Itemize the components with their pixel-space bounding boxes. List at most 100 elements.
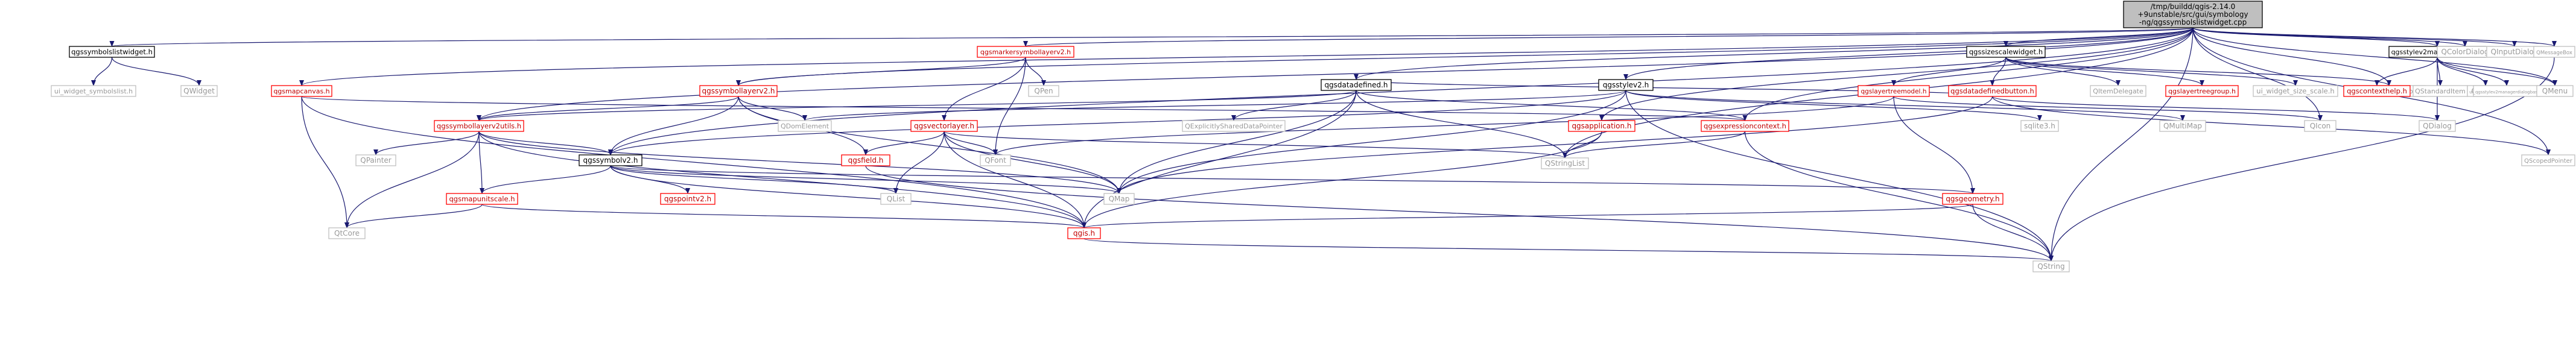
node-root[interactable]: /tmp/buildd/qgis-2.14.0+9unstable/src/gu… xyxy=(2123,1,2263,28)
node-qitemdelegate: QItemDelegate xyxy=(2090,85,2146,97)
node-box xyxy=(660,193,715,205)
node-box xyxy=(1182,120,1286,132)
node-qgssymbolslistwidget-h[interactable]: qgssymbolslistwidget.h xyxy=(69,46,155,58)
node-box xyxy=(2123,1,2263,28)
dependency-edge xyxy=(2192,27,2557,47)
dependency-edge xyxy=(477,90,1357,121)
node-label: QInputDialog xyxy=(2491,48,2539,56)
node-box xyxy=(910,120,978,132)
node-qgsmapunitscale-h[interactable]: qgsmapunitscale.h xyxy=(446,193,518,205)
node-box xyxy=(434,120,524,132)
dependency-edge xyxy=(610,165,1975,194)
dependency-edge xyxy=(608,90,1626,156)
node-qgsdatadefinedbutton-h[interactable]: qgsdatadefinedbutton.h xyxy=(1948,85,2037,97)
dependency-edge xyxy=(478,131,484,194)
node-label: QIcon xyxy=(2310,122,2331,130)
node-qgssizescalewidget-h[interactable]: qgssizescalewidget.h xyxy=(1966,46,2046,58)
node-qgsstylev2-h[interactable]: qgsstylev2.h xyxy=(1598,79,1654,91)
node-label: qgsexpressioncontext.h xyxy=(1704,122,1786,130)
node-label: QFont xyxy=(985,156,1006,165)
dependency-edge xyxy=(1893,96,2323,121)
dependency-edge xyxy=(478,131,613,156)
node-box xyxy=(2419,120,2456,132)
dependency-edge xyxy=(1893,96,1975,194)
dependency-edge xyxy=(1625,90,2185,121)
dependency-edge xyxy=(477,96,739,121)
node-box xyxy=(2536,85,2574,97)
dependency-edge xyxy=(608,96,739,156)
dependency-edge xyxy=(2437,57,2557,86)
node-label: QString xyxy=(2037,262,2064,271)
node-box xyxy=(1701,120,1789,132)
node-label: QDialog xyxy=(2423,122,2452,130)
node-qgscontexthelp-h[interactable]: qgscontexthelp.h xyxy=(2343,85,2411,97)
node-qgssymbollayerv2-h[interactable]: qgssymbollayerv2.h xyxy=(699,85,778,97)
node-qdomelement: QDomElement xyxy=(778,120,832,132)
dependency-edge xyxy=(1991,96,2551,156)
node-label: QColorDialog xyxy=(2441,48,2489,56)
dependency-edge xyxy=(2005,57,2391,86)
dependency-edge xyxy=(736,57,1026,86)
node-qdialog: QDialog xyxy=(2419,120,2456,132)
dependency-edge xyxy=(610,165,1121,194)
node-box xyxy=(2304,120,2336,132)
node-qwidget: QWidget xyxy=(180,85,218,97)
node-qgis-h[interactable]: qgis.h xyxy=(1067,227,1101,239)
node-box xyxy=(355,154,396,166)
dependency-edge xyxy=(477,27,2194,121)
node-qgsapplication-h[interactable]: qgsapplication.h xyxy=(1568,120,1635,132)
dependency-edge xyxy=(344,204,483,228)
node-box xyxy=(1321,79,1392,91)
node-box xyxy=(180,85,218,97)
node-box xyxy=(699,85,778,97)
node-qmap: QMap xyxy=(1103,193,1135,205)
node-qgsmarkersymbollayerv2-h[interactable]: qgsmarkersymbollayerv2.h xyxy=(977,46,1074,58)
node-box xyxy=(1857,85,1930,97)
dependency-edge xyxy=(1354,27,2194,80)
node-qgssymbollayerv2utils-h[interactable]: qgssymbollayerv2utils.h xyxy=(434,120,524,132)
node-qgsfield-h[interactable]: qgsfield.h xyxy=(841,154,890,166)
node-label: qgslayertreegroup.h xyxy=(2168,87,2236,95)
node-box xyxy=(1942,193,2003,205)
node-label: qgsmarkersymbollayerv2.h xyxy=(980,48,1071,56)
node-box xyxy=(2343,85,2411,97)
node-label: qgspointv2.h xyxy=(664,195,711,203)
node-box xyxy=(2533,46,2575,58)
node-label: -ng/qgssymbolslistwidget.cpp xyxy=(2139,18,2247,27)
node-qgsgeometry-h[interactable]: qgsgeometry.h xyxy=(1942,193,2003,205)
dependency-edge xyxy=(863,131,945,156)
node-qpainter: QPainter xyxy=(355,154,396,166)
node-box xyxy=(778,120,832,132)
dependency-edge xyxy=(944,131,1121,194)
node-box xyxy=(2090,85,2146,97)
dependency-edge xyxy=(1231,90,1357,121)
node-label: QMap xyxy=(1109,195,1130,203)
dependency-edge xyxy=(993,96,1894,156)
node-label: QWidget xyxy=(183,87,215,95)
dependency-edge xyxy=(738,96,807,121)
node-qpen: QPen xyxy=(1028,85,1059,97)
node-box xyxy=(980,154,1011,166)
dependency-edge xyxy=(1990,57,2007,86)
node-qgsmapcanvas-h[interactable]: qgsmapcanvas.h xyxy=(271,85,332,97)
dependency-edge xyxy=(373,131,480,156)
node-qgslayertreemodel-h[interactable]: qgslayertreemodel.h xyxy=(1857,85,1930,97)
node-box xyxy=(1028,85,1059,97)
dependency-edge xyxy=(608,27,2194,156)
dependency-edge xyxy=(1117,90,1626,194)
node-box xyxy=(1103,193,1135,205)
node-label: sqlite3.h xyxy=(2024,122,2055,130)
dependency-edge xyxy=(1562,131,1746,159)
node-qgsexpressioncontext-h[interactable]: qgsexpressioncontext.h xyxy=(1701,120,1789,132)
node-box xyxy=(69,46,155,58)
node-qgslayertreegroup-h[interactable]: qgslayertreegroup.h xyxy=(2165,85,2239,97)
node-qgsvectorlayer-h[interactable]: qgsvectorlayer.h xyxy=(910,120,978,132)
dependency-edge xyxy=(301,96,1747,121)
node-qgspointv2-h[interactable]: qgspointv2.h xyxy=(660,193,715,205)
node-box xyxy=(2032,260,2070,272)
node-qgssymbolv2-h[interactable]: qgssymbolv2.h xyxy=(579,154,642,166)
dependency-edge xyxy=(2005,57,2298,86)
node-qstandarditem: QStandardItem xyxy=(2413,85,2468,97)
node-qgsdatadefined-h[interactable]: qgsdatadefined.h xyxy=(1321,79,1392,91)
dependency-edge xyxy=(2375,57,2438,86)
